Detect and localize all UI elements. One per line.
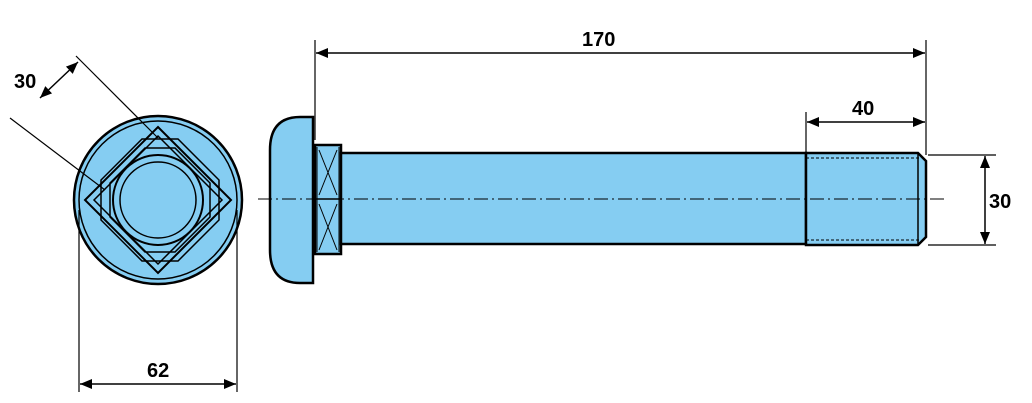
end-view-square-neck-outer [83, 125, 233, 275]
dim-thread-length: 40 [805, 98, 925, 152]
dim-square-neck-ext-1 [75, 55, 159, 139]
side-view [258, 115, 948, 285]
dim-shank-label: 30 [989, 191, 1011, 213]
dim-total-length: 170 [314, 29, 927, 155]
dim-head-label: 62 [147, 360, 169, 382]
dim-total-label: 170 [582, 29, 615, 51]
end-view-shank-inner-circle [119, 161, 197, 239]
end-view-octagon-outer [100, 138, 220, 262]
dim-head-diameter: 62 [78, 210, 238, 392]
dim-thread-label: 40 [852, 98, 874, 120]
dim-square-neck-ext-2 [9, 117, 106, 191]
end-view-octagon-inner [109, 147, 211, 253]
dim-square-neck-line [39, 61, 79, 99]
end-view-head-inner-circle [78, 120, 238, 280]
dim-square-neck: 30 [9, 55, 159, 191]
dim-square-neck-label: 30 [14, 71, 36, 93]
dim-shank-diameter: 30 [928, 154, 1011, 246]
end-view [72, 114, 244, 286]
side-view-head [268, 115, 315, 285]
side-view-neck-cross-2b [318, 203, 338, 251]
side-view-neck-cross-1b [318, 149, 338, 196]
